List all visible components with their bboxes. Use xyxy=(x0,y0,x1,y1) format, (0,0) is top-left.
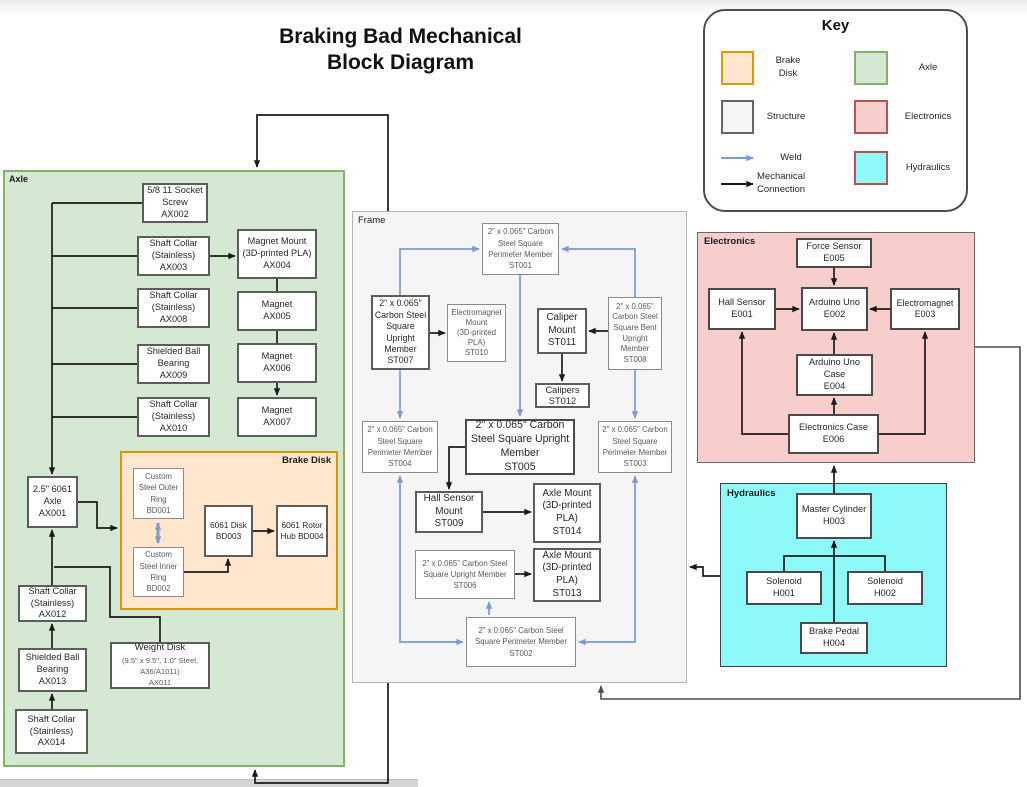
node-ax011-title: Weight Disk xyxy=(134,642,186,654)
node-st006: 2" x 0.065" Carbon Steel Square Upright … xyxy=(415,550,515,599)
node-bd001: Custom Steel Outer Ring BD001 xyxy=(133,468,184,519)
key-panel: Key Brake Disk Axle Structure Electronic… xyxy=(703,9,968,212)
node-st002: 2" x 0.065" Carbon Steel Square Perimete… xyxy=(466,617,576,667)
region-label-axle: Axle xyxy=(9,174,29,184)
node-ax002: 5/8 11 Socket Screw AX002 xyxy=(142,183,208,223)
key-label-electronics: Electronics xyxy=(904,111,952,122)
node-ax003: Shaft Collar (Stainless) AX003 xyxy=(137,236,210,276)
node-st013: Axle Mount (3D-printed PLA) ST013 xyxy=(533,548,601,602)
node-ax013: Shielded Ball Bearing AX013 xyxy=(18,648,87,692)
node-ax007: Magnet AX007 xyxy=(237,397,317,437)
node-ax009: Shielded Ball Bearing AX009 xyxy=(137,344,210,384)
node-h001: Solenoid H001 xyxy=(746,571,822,605)
node-bd002: Custom Steel Inner Ring BD002 xyxy=(133,547,184,597)
region-label-brake-disk: Brake Disk xyxy=(282,455,332,466)
node-h003: Master Cylinder H003 xyxy=(796,493,872,539)
node-st001: 2" x 0.065" Carbon Steel Square Perimete… xyxy=(482,223,559,275)
region-label-frame: Frame xyxy=(358,215,386,226)
region-label-hydraulics: Hydraulics xyxy=(727,488,776,499)
diagram-title: Braking Bad Mechanical Block Diagram xyxy=(279,25,522,75)
node-st003: 2" x 0.065" Carbon Steel Square Perimete… xyxy=(598,421,672,473)
node-ax004: Magnet Mount (3D-printed PLA) AX004 xyxy=(237,229,317,279)
node-e001: Hall Sensor E001 xyxy=(708,288,776,330)
key-mechanical-arrow xyxy=(721,180,754,188)
node-ax014: Shaft Collar (Stainless) AX014 xyxy=(15,709,88,754)
node-st011: Caliper Mount ST011 xyxy=(537,308,587,354)
node-e005: Force Sensor E005 xyxy=(796,238,872,268)
node-ax012: Shaft Collar (Stainless) AX012 xyxy=(18,585,87,622)
node-ax011-sub: (9.5" x 9.5", 1.0" Steel, A36/A1011) AX0… xyxy=(121,655,199,688)
key-swatch-axle xyxy=(854,51,888,85)
node-st005: 2" x 0.065" Carbon Steel Square Upright … xyxy=(465,419,575,475)
key-weld-arrow xyxy=(721,154,754,162)
node-st004: 2" x 0.065" Carbon Steel Square Perimete… xyxy=(362,421,438,473)
node-st010: Electromagnet Mount (3D-printed PLA) ST0… xyxy=(447,304,506,362)
key-swatch-hydraulics xyxy=(854,151,888,185)
node-e006: Electronics Case E006 xyxy=(788,414,879,454)
node-ax006: Magnet AX006 xyxy=(237,343,317,383)
node-h002: Solenoid H002 xyxy=(847,571,923,605)
key-label-axle: Axle xyxy=(918,62,938,73)
node-ax001: 2.5" 6061 Axle AX001 xyxy=(27,476,78,528)
node-st008: 2" x 0.065" Carbon Steel Square Bent Upr… xyxy=(608,297,662,370)
node-e002: Arduino Uno E002 xyxy=(801,287,868,331)
node-bd004: 6061 Rotor Hub BD004 xyxy=(276,505,328,557)
bottom-window-edge xyxy=(0,779,418,787)
node-ax010: Shaft Collar (Stainless) AX010 xyxy=(137,397,210,437)
key-label-mechanical: Mechanical Connection xyxy=(757,171,806,195)
key-title: Key xyxy=(821,17,850,34)
edge-hydraulics-frame xyxy=(689,563,720,577)
key-label-structure: Structure xyxy=(766,111,806,122)
node-ax005: Magnet AX005 xyxy=(237,291,317,331)
node-ax008: Shaft Collar (Stainless) AX008 xyxy=(137,288,210,328)
node-st012: Calipers ST012 xyxy=(535,383,590,408)
node-bd003: 6061 Disk BD003 xyxy=(204,505,253,557)
node-e003: Electromagnet E003 xyxy=(890,288,960,330)
key-swatch-structure xyxy=(721,100,754,134)
node-st014: Axle Mount (3D-printed PLA) ST014 xyxy=(533,483,601,543)
key-label-weld: Weld xyxy=(780,152,802,163)
node-st009: Hall Sensor Mount ST009 xyxy=(415,491,483,533)
node-e004: Arduino Uno Case E004 xyxy=(796,354,873,396)
key-label-hydraulics: Hydraulics xyxy=(905,162,951,173)
node-ax011: Weight Disk (9.5" x 9.5", 1.0" Steel, A3… xyxy=(110,642,210,689)
node-st007: 2" x 0.065" Carbon Steel Square Upright … xyxy=(371,295,430,370)
region-label-electronics: Electronics xyxy=(704,236,756,247)
key-swatch-electronics xyxy=(854,100,888,134)
key-label-brake-disk: Brake Disk xyxy=(775,55,801,79)
key-swatch-brake-disk xyxy=(721,51,754,85)
node-h004: Brake Pedal H004 xyxy=(800,622,868,654)
